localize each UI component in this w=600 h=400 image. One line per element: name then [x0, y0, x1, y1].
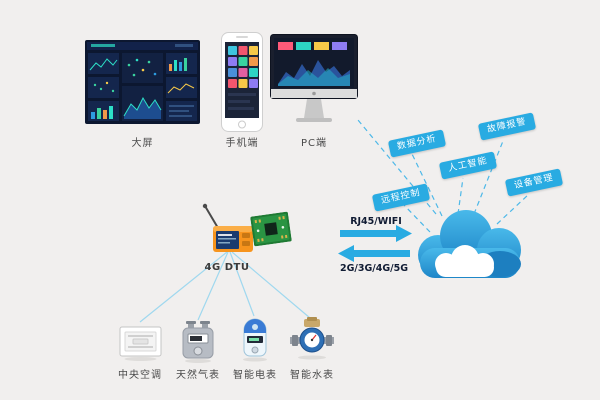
ac-icon	[118, 322, 163, 362]
water-meter-icon	[290, 316, 334, 360]
big-screen-icon	[85, 40, 200, 124]
uplink-label: RJ45/WIFI	[350, 216, 402, 227]
ac-label: 中央空调	[118, 370, 162, 381]
pcb-module-icon	[250, 211, 292, 247]
pc-label: PC端	[300, 138, 327, 149]
electric-meter-label: 智能电表	[233, 370, 277, 381]
dtu-icon	[196, 198, 258, 258]
phone-label: 手机端	[225, 138, 259, 149]
gas-meter-label: 天然气表	[176, 370, 220, 381]
cloud-icon	[408, 200, 533, 292]
gas-meter-icon	[180, 320, 216, 364]
electric-meter-icon	[238, 314, 272, 362]
pc-icon	[270, 34, 358, 134]
dtu-label: 4G DTU	[204, 262, 250, 273]
downlink-arrow	[338, 245, 410, 262]
water-meter-label: 智能水表	[290, 370, 334, 381]
downlink-label: 2G/3G/4G/5G	[339, 263, 409, 274]
big-screen-label: 大屏	[131, 138, 154, 149]
phone-icon	[221, 32, 263, 132]
uplink-arrow	[340, 225, 412, 242]
